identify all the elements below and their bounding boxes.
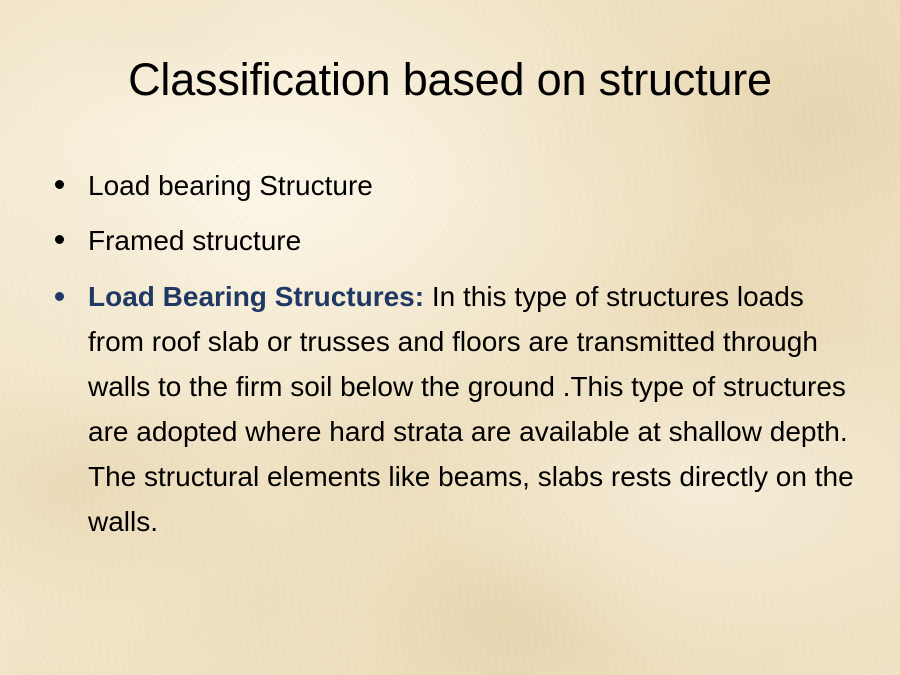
list-item-lead-label: Load Bearing Structures:: [88, 281, 425, 312]
list-item-label: Framed structure: [88, 225, 302, 256]
list-item-label: Load bearing Structure: [88, 170, 373, 201]
list-item-body-text: In this type of structures loads from ro…: [88, 281, 854, 537]
bullet-dot-icon: [55, 180, 64, 189]
bullet-dot-icon: [55, 235, 64, 244]
page-title: Classification based on structure: [128, 54, 772, 105]
list-item: Load Bearing Structures: In this type of…: [44, 274, 860, 544]
list-item: Framed structure: [44, 218, 860, 263]
list-item: Load bearing Structure: [44, 163, 860, 208]
slide-body: Load bearing Structure Framed structure …: [44, 163, 860, 544]
bullet-dot-icon: [55, 292, 64, 301]
